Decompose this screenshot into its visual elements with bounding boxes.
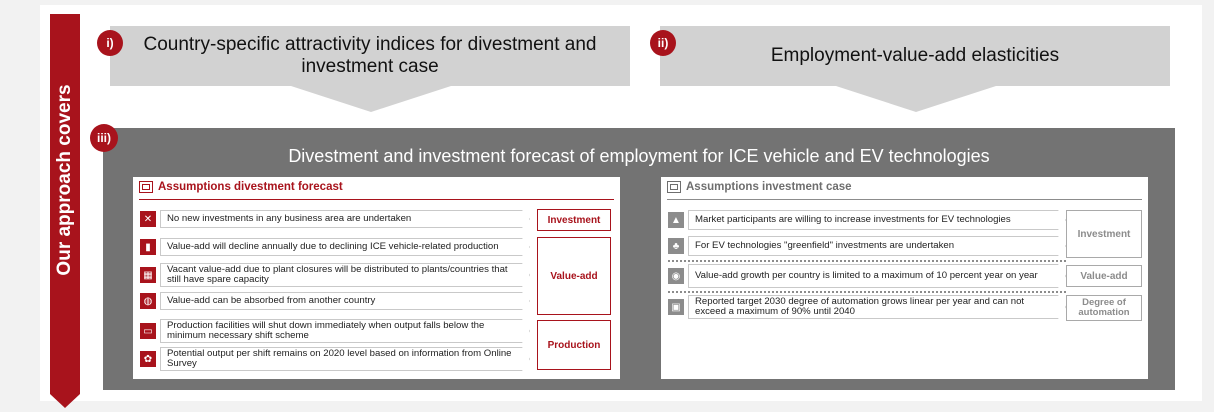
investment-row: ▣ Reported target 2030 degree of automat… [668, 295, 1066, 319]
banner-attractivity-indices: Country-specific attractivity indices fo… [110, 26, 630, 86]
greenfield-icon: ♣ [668, 238, 684, 254]
banner-elasticities-title: Employment-value-add elasticities [770, 45, 1060, 66]
divestment-row: ▭ Production facilities will shut down i… [140, 319, 530, 343]
investment-heading-rule [667, 199, 1142, 200]
divestment-row: ✿ Potential output per shift remains on … [140, 347, 530, 371]
divestment-row: ◍ Value-add can be absorbed from another… [140, 292, 530, 310]
investment-panel: Assumptions investment case ▲ Market par… [661, 177, 1148, 379]
category-investment: Investment [1066, 210, 1142, 258]
document-icon [139, 181, 153, 193]
investment-heading: Assumptions investment case [667, 181, 852, 193]
investment-heading-label: Assumptions investment case [686, 181, 852, 193]
divestment-row: ✕ No new investments in any business are… [140, 210, 530, 228]
document-icon [667, 181, 681, 193]
approach-side-label: Our approach covers [54, 84, 75, 276]
dotted-separator [668, 291, 1066, 293]
banner-elasticities: Employment-value-add elasticities [660, 26, 1170, 86]
divestment-panel: Assumptions divestment forecast ✕ No new… [133, 177, 620, 379]
divestment-row-text: Vacant value-add due to plant closures w… [160, 263, 530, 287]
category-investment: Investment [537, 209, 611, 231]
investment-row-text: For EV technologies "greenfield" investm… [688, 236, 1066, 256]
investment-row: ◉ Value-add growth per country is limite… [668, 264, 1066, 288]
no-investment-icon: ✕ [140, 211, 156, 227]
divestment-row-text: Production facilities will shut down imm… [160, 319, 530, 343]
category-value-add: Value-add [1066, 265, 1142, 287]
divestment-row-text: No new investments in any business area … [160, 210, 530, 228]
divestment-row: ▦ Vacant value-add due to plant closures… [140, 263, 530, 287]
badge-ii: ii) [650, 30, 676, 56]
investment-row-text: Reported target 2030 degree of automatio… [688, 295, 1066, 319]
banner-ii-arrow [836, 86, 996, 112]
investment-row: ▲ Market participants are willing to inc… [668, 210, 1066, 230]
investment-row: ♣ For EV technologies "greenfield" inves… [668, 236, 1066, 256]
divestment-row-text: Value-add will decline annually due to d… [160, 238, 530, 256]
investment-row-text: Value-add growth per country is limited … [688, 264, 1066, 288]
badge-i: i) [97, 30, 123, 56]
category-value-add: Value-add [537, 237, 611, 315]
category-production: Production [537, 320, 611, 370]
banner-i-arrow [291, 86, 451, 112]
badge-iii: iii) [90, 124, 118, 152]
declining-bars-icon: ▮ [140, 239, 156, 255]
limit-icon: ◉ [668, 268, 684, 284]
survey-icon: ✿ [140, 351, 156, 367]
divestment-heading-rule [139, 199, 614, 200]
approach-side-arrow-tip [50, 394, 80, 408]
automation-icon: ▣ [668, 299, 684, 315]
banner-attractivity-title: Country-specific attractivity indices fo… [143, 34, 597, 77]
shutdown-icon: ▭ [140, 323, 156, 339]
divestment-heading: Assumptions divestment forecast [139, 181, 343, 193]
dotted-separator [668, 260, 1066, 262]
growth-chart-icon: ▲ [668, 212, 684, 228]
divestment-heading-label: Assumptions divestment forecast [158, 181, 343, 193]
category-degree-of-automation: Degree of automation [1066, 295, 1142, 321]
divestment-row-text: Potential output per shift remains on 20… [160, 347, 530, 371]
divestment-row-text: Value-add can be absorbed from another c… [160, 292, 530, 310]
approach-side-arrow [50, 14, 80, 394]
globe-icon: ◍ [140, 293, 156, 309]
divestment-row: ▮ Value-add will decline annually due to… [140, 238, 530, 256]
forecast-title: Divestment and investment forecast of em… [288, 146, 990, 166]
investment-row-text: Market participants are willing to incre… [688, 210, 1066, 230]
plant-closure-icon: ▦ [140, 267, 156, 283]
